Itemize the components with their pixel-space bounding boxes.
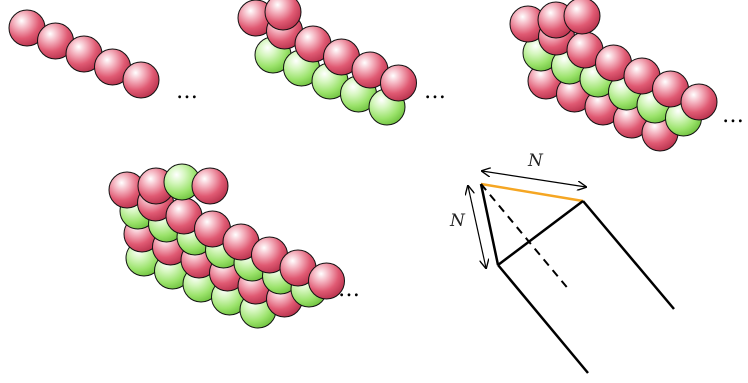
wedge-stack [108,163,345,329]
red-sphere [308,262,345,300]
label-N-left: N [449,211,466,231]
red-sphere [122,61,160,99]
schematic-edge-top [480,182,584,203]
triple-chain [509,0,718,152]
arrow-top-N [482,171,586,187]
continuation-dots: … [338,277,360,302]
single-chain [8,9,160,99]
schematic-hidden-edge [480,183,571,292]
schematic-edge-back [497,200,584,266]
red-sphere [380,64,417,102]
red-sphere [680,83,718,121]
wedge-schematic: N N [449,151,675,374]
schematic-edge-left [479,183,500,266]
red-sphere [563,0,601,35]
continuation-dots: … [722,103,744,128]
continuation-dots: … [176,79,198,104]
arrow-left-N [468,186,486,268]
red-sphere [264,0,302,31]
schematic-edge-left-long [497,264,589,374]
red-sphere [191,167,229,205]
label-N-top: N [527,151,544,171]
double-chain [237,0,417,126]
schematic-edge-right-long [582,200,675,310]
continuation-dots: … [424,79,446,104]
